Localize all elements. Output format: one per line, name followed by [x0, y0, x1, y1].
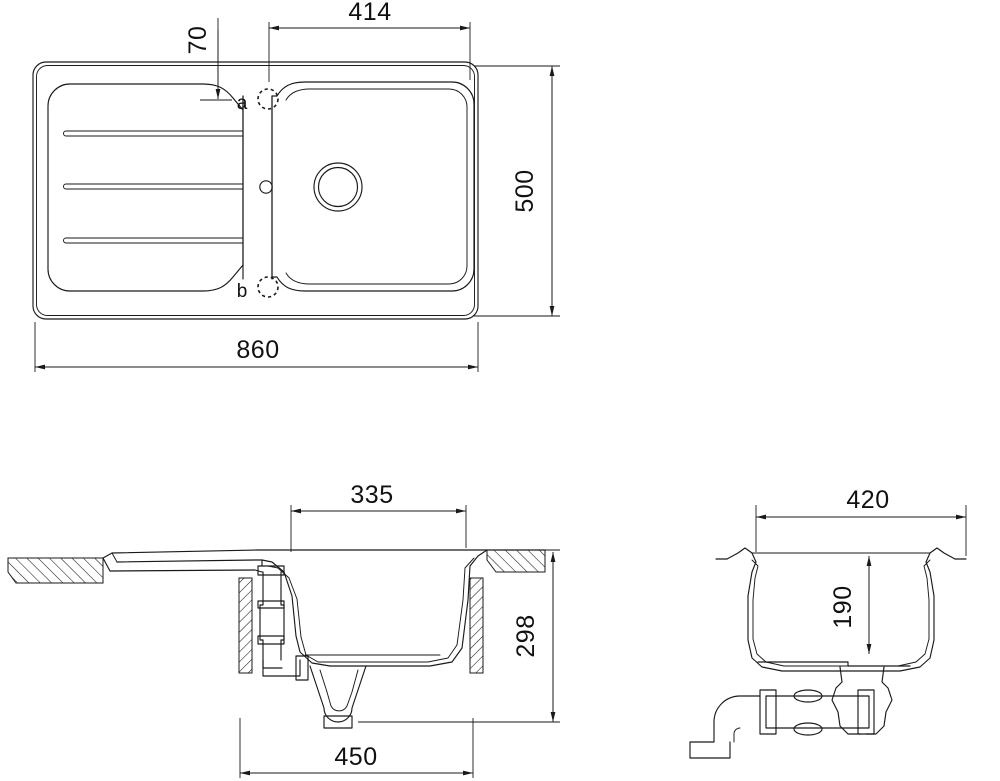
waste-trap-body-inner	[319, 669, 359, 712]
bowl-outline-inner	[285, 88, 468, 285]
flange-rim-profile-under	[116, 559, 263, 567]
overflow-pipe-assembly	[257, 565, 309, 681]
bracket-left-vertical-hatch	[238, 577, 253, 674]
dim-420-text: 420	[846, 486, 889, 514]
overflow-elbow	[262, 659, 301, 677]
bowl-left-wall-inner	[267, 557, 475, 663]
drainer-groove-1	[63, 130, 244, 137]
hole-a-dashed-circle	[257, 88, 279, 110]
side-waste-outlet-body-right	[865, 666, 893, 735]
p-trap-boss-top	[793, 689, 823, 703]
bracket-left-hatch	[7, 557, 104, 584]
overflow-pipe-body-right	[280, 571, 285, 661]
side-bowl-inner-profile	[751, 559, 931, 667]
top-view: a b 70 414	[32, 0, 560, 372]
front-section-view: 335 298 450	[7, 481, 560, 778]
drainer-groove-3	[63, 237, 244, 244]
p-trap-barrel	[765, 695, 870, 729]
hole-a-label: a	[237, 93, 248, 114]
dimension-298: 298	[358, 549, 560, 723]
drain-ring-outer	[313, 162, 363, 212]
p-trap-elbow	[689, 695, 761, 759]
bowl-left-wall	[261, 549, 488, 667]
side-waste-outlet	[831, 666, 893, 735]
waste-trap-outlet	[323, 715, 353, 729]
waste-trap-body	[309, 665, 367, 723]
p-trap-nut-left	[759, 689, 777, 735]
overflow-collar-top	[257, 565, 285, 576]
hole-marker-b: b	[237, 276, 279, 302]
dimension-190: 190	[829, 556, 872, 654]
flange-rim-profile-edge	[111, 552, 118, 563]
dim-414-text: 414	[348, 0, 391, 26]
drain-ring-inner	[317, 166, 359, 208]
dim-190-text: 190	[829, 585, 857, 628]
side-bowl-bottom-line	[757, 661, 911, 667]
overflow-nut	[295, 655, 309, 681]
side-p-trap	[689, 689, 875, 759]
dim-298-text: 298	[512, 614, 540, 657]
dim-450-text: 450	[334, 743, 377, 771]
side-waste-outlet-body	[831, 666, 861, 735]
bowl-outline	[271, 81, 475, 292]
hole-b-dashed-circle	[257, 276, 279, 298]
dimension-450: 450	[239, 718, 474, 778]
drainer-groove-2	[63, 183, 244, 190]
divider-ridge	[242, 95, 273, 280]
countertop-bracket-right	[238, 549, 546, 674]
overflow-collar-low	[257, 635, 285, 645]
sink-outer-flange	[32, 61, 479, 320]
sink-outer-flange-inner-line	[36, 65, 475, 316]
drainer-grooves	[63, 130, 244, 244]
p-trap-elbow-inner	[733, 727, 741, 743]
dimension-500: 500	[474, 65, 560, 317]
overflow-pipe-body	[259, 571, 283, 669]
hole-b-label: b	[237, 281, 248, 302]
p-trap-boss-bottom	[793, 722, 823, 736]
dimension-70: 70	[184, 18, 232, 101]
drainer-board-outline	[47, 83, 244, 292]
dimension-420: 420	[755, 486, 967, 556]
hole-marker-a: a	[237, 88, 279, 114]
bracket-right-hatch	[486, 549, 546, 573]
bracket-right-vertical-hatch	[469, 577, 484, 674]
dim-70-text: 70	[184, 26, 212, 55]
waste-trap	[309, 665, 367, 729]
dim-860-text: 860	[236, 336, 279, 364]
dimension-860: 860	[34, 322, 479, 372]
dimension-335: 335	[290, 481, 467, 552]
dim-500-text: 500	[511, 169, 539, 212]
p-trap-nut-right	[857, 689, 875, 735]
overflow-collar-mid	[257, 600, 285, 609]
countertop-bracket-left	[7, 557, 104, 584]
side-section-view: 420 190	[689, 486, 967, 759]
overflow-hole	[259, 180, 273, 194]
flange-rim-profile	[102, 549, 546, 559]
dimension-414: 414	[268, 0, 471, 82]
dim-335-text: 335	[350, 481, 393, 509]
